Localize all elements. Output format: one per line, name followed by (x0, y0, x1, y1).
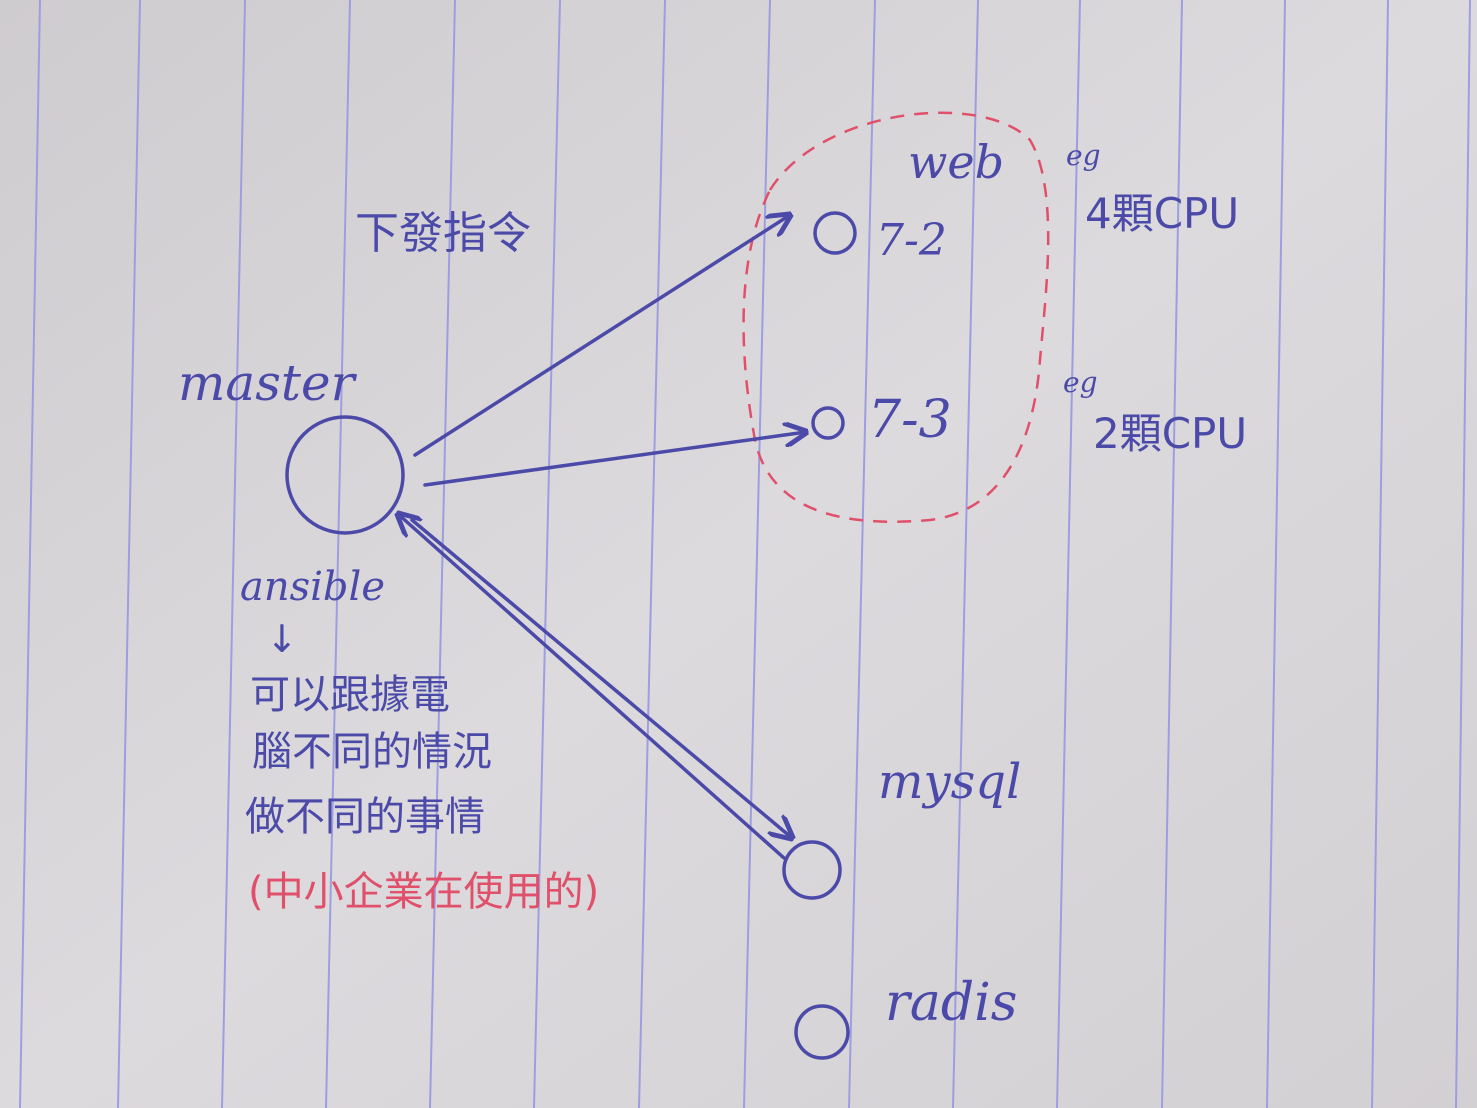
arrow-master-to-7-2 (413, 215, 790, 457)
arrow-master-to-7-3 (423, 432, 806, 487)
web-group-dashed-outline (742, 111, 1050, 523)
arrow-mysql-to-master (398, 514, 786, 860)
node-7-3-label: 7-3 (868, 390, 952, 450)
description-line-1: 可以跟據電 (250, 672, 450, 718)
ansible-label: ansible (240, 564, 385, 610)
master-label: master (178, 354, 358, 412)
radis-label: radis (885, 973, 1017, 1033)
ansible-down-arrow: ↓ (266, 617, 298, 661)
radis-node (794, 1004, 850, 1060)
eg-label-1: eg (1066, 139, 1101, 172)
eg-detail-2: 2顆CPU (1093, 409, 1247, 458)
arrow-master-to-mysql (410, 518, 792, 838)
mysql-node (782, 840, 842, 900)
eg-label-2: eg (1063, 366, 1098, 399)
web-node-7-3 (811, 406, 845, 440)
mysql-label: mysql (878, 754, 1021, 810)
description-line-4: (中小企業在使用的) (248, 869, 599, 915)
master-node (285, 415, 405, 535)
eg-detail-1: 4顆CPU (1085, 189, 1239, 238)
description-line-3: 做不同的事情 (245, 794, 485, 840)
description-line-2: 腦不同的情況 (252, 729, 492, 775)
command-label: 下發指令 (355, 208, 531, 259)
node-7-2-label: 7-2 (876, 215, 947, 266)
web-node-7-2 (813, 211, 857, 255)
web-label: web (908, 135, 1004, 189)
